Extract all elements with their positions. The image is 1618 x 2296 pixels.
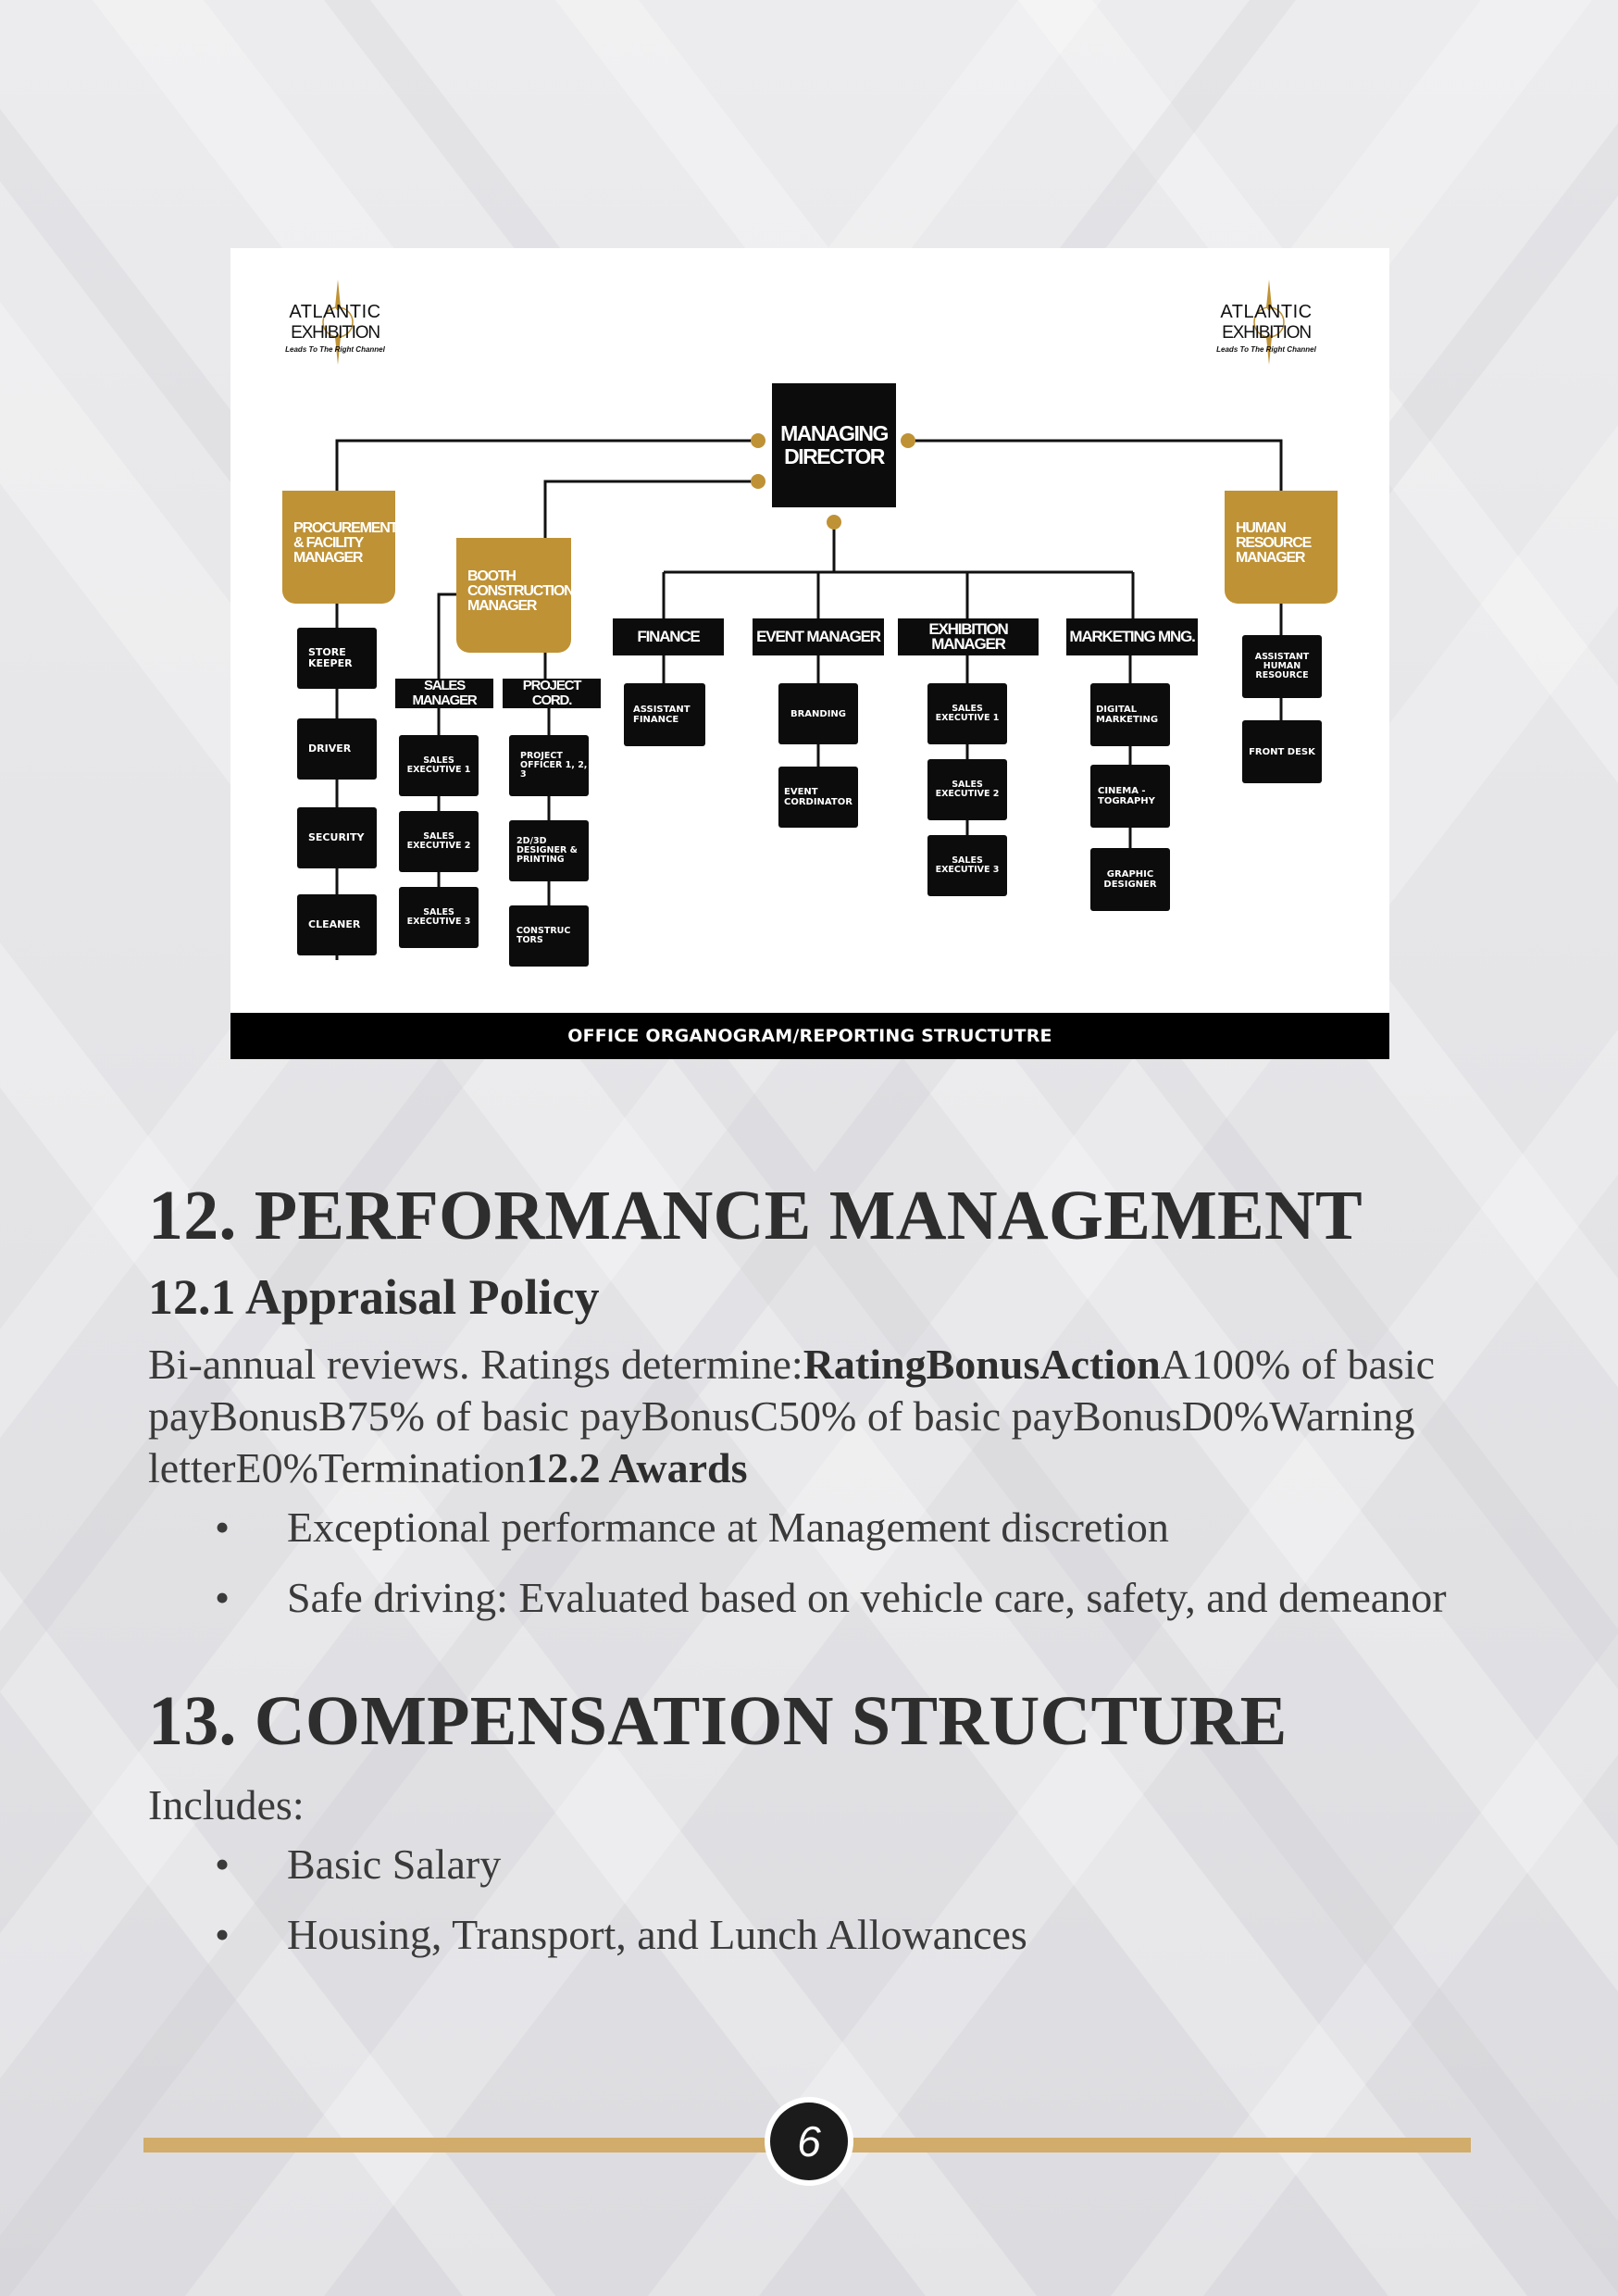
booth-sales-0: SALES EXECUTIVE 1 xyxy=(399,735,479,796)
subsection-12-1-title: 12.1 Appraisal Policy xyxy=(148,1269,600,1325)
logo-tagline: Leads To The Right Channel xyxy=(285,345,385,354)
booth-manager-box: BOOTH CONSTRUCTION MANAGER xyxy=(456,538,571,653)
appraisal-table-header: RatingBonusAction xyxy=(803,1341,1161,1388)
compensation-item-0: Basic Salary xyxy=(287,1841,502,1888)
bullet-icon: • xyxy=(215,1841,230,1888)
exhibition-staff-2: SALES EXECUTIVE 3 xyxy=(927,835,1007,896)
exhibition-staff-0: SALES EXECUTIVE 1 xyxy=(927,683,1007,744)
page-number: 6 xyxy=(765,2097,853,2186)
bullet-icon: • xyxy=(215,1504,230,1551)
event-staff-1: EVENT CORDINATOR xyxy=(778,767,858,828)
company-logo-right: ATLANTIC EXHIBITION Leads To The Right C… xyxy=(1215,280,1317,365)
compensation-item-1: Housing, Transport, and Lunch Allowances xyxy=(287,1911,1027,1958)
exhibition-staff-1: SALES EXECUTIVE 2 xyxy=(927,759,1007,820)
list-item: • Safe driving: Evaluated based on vehicl… xyxy=(148,1572,1490,1624)
project-staff-1: 2D/3D DESIGNER & PRINTING xyxy=(509,820,589,881)
procurement-manager-box: PROCUREMENT & FACILITY MANAGER xyxy=(282,491,395,604)
procurement-staff-0: STORE KEEPER xyxy=(297,628,377,689)
marketing-staff-1: CINEMA - TOGRAPHY xyxy=(1090,765,1170,828)
org-chart-figure: ATLANTIC EXHIBITION Leads To The Right C… xyxy=(230,248,1389,1059)
award-item-1: Safe driving: Evaluated based on vehicle… xyxy=(287,1574,1447,1621)
compass-icon xyxy=(322,280,354,365)
company-logo-left: ATLANTIC EXHIBITION Leads To The Right C… xyxy=(284,280,386,365)
section-12-title: 12. PERFORMANCE MANAGEMENT xyxy=(148,1177,1363,1254)
project-staff-2: CONSTRUC TORS xyxy=(509,905,589,967)
managing-director-box: MANAGING DIRECTOR xyxy=(772,383,896,507)
dept-marketing: MARKETING MNG. xyxy=(1066,618,1198,655)
procurement-staff-2: SECURITY xyxy=(297,807,377,868)
compensation-list: • Basic Salary • Housing, Transport, and L… xyxy=(148,1839,1481,1961)
procurement-staff-1: DRIVER xyxy=(297,718,377,780)
project-staff-0: PROJECT OFFICER 1, 2, 3 xyxy=(509,735,589,796)
marketing-staff-0: DIGITAL MARKETING xyxy=(1090,683,1170,746)
bullet-icon: • xyxy=(215,1574,230,1621)
subsection-12-2-title: 12.2 Awards xyxy=(526,1444,748,1491)
compensation-intro: Includes: xyxy=(148,1781,305,1828)
list-item: • Exceptional performance at Management d… xyxy=(148,1502,1490,1554)
appraisal-text-a: Bi-annual reviews. Ratings determine: xyxy=(148,1341,803,1388)
dept-finance: FINANCE xyxy=(613,618,724,655)
dept-exhibition-manager: EXHIBITION MANAGER xyxy=(898,618,1039,655)
list-item: • Basic Salary xyxy=(148,1839,1490,1890)
appraisal-table-rows: A100% of basic payBonusB75% of basic pay… xyxy=(148,1341,1436,1491)
booth-sales-1: SALES EXECUTIVE 2 xyxy=(399,811,479,872)
booth-sales-2: SALES EXECUTIVE 3 xyxy=(399,887,479,948)
finance-staff-0: ASSISTANT FINANCE xyxy=(624,683,705,746)
awards-list: • Exceptional performance at Management d… xyxy=(148,1502,1481,1624)
section-13-title: 13. COMPENSATION STRUCTURE xyxy=(148,1682,1288,1760)
logo-line2: EXHIBITION xyxy=(1222,323,1312,343)
award-item-0: Exceptional performance at Management di… xyxy=(287,1504,1169,1551)
logo-line2: EXHIBITION xyxy=(291,323,380,343)
dept-event-manager: EVENT MANAGER xyxy=(753,618,884,655)
bullet-icon: • xyxy=(215,1911,230,1958)
figure-caption: OFFICE ORGANOGRAM/REPORTING STRUCTUTRE xyxy=(230,1013,1389,1059)
document-body: 12. PERFORMANCE MANAGEMENT 12.1 Appraisa… xyxy=(148,1174,1481,1979)
compass-icon xyxy=(1253,280,1285,365)
hr-staff-0: ASSISTANT HUMAN RESOURCE xyxy=(1242,635,1322,698)
hr-staff-1: FRONT DESK xyxy=(1242,720,1322,783)
logo-line1: ATLANTIC xyxy=(289,302,381,322)
event-staff-0: BRANDING xyxy=(778,683,858,744)
hr-manager-box: HUMAN RESOURCE MANAGER xyxy=(1225,491,1338,604)
marketing-staff-2: GRAPHIC DESIGNER xyxy=(1090,848,1170,911)
appraisal-paragraph: Bi-annual reviews. Ratings determine:Rat… xyxy=(148,1339,1481,1494)
procurement-staff-3: CLEANER xyxy=(297,894,377,955)
sales-manager-box: SALES MANAGER xyxy=(395,679,493,708)
logo-tagline: Leads To The Right Channel xyxy=(1216,345,1316,354)
list-item: • Housing, Transport, and Lunch Allowance… xyxy=(148,1909,1490,1961)
project-cord-box: PROJECT CORD. xyxy=(503,679,601,708)
logo-line1: ATLANTIC xyxy=(1220,302,1313,322)
